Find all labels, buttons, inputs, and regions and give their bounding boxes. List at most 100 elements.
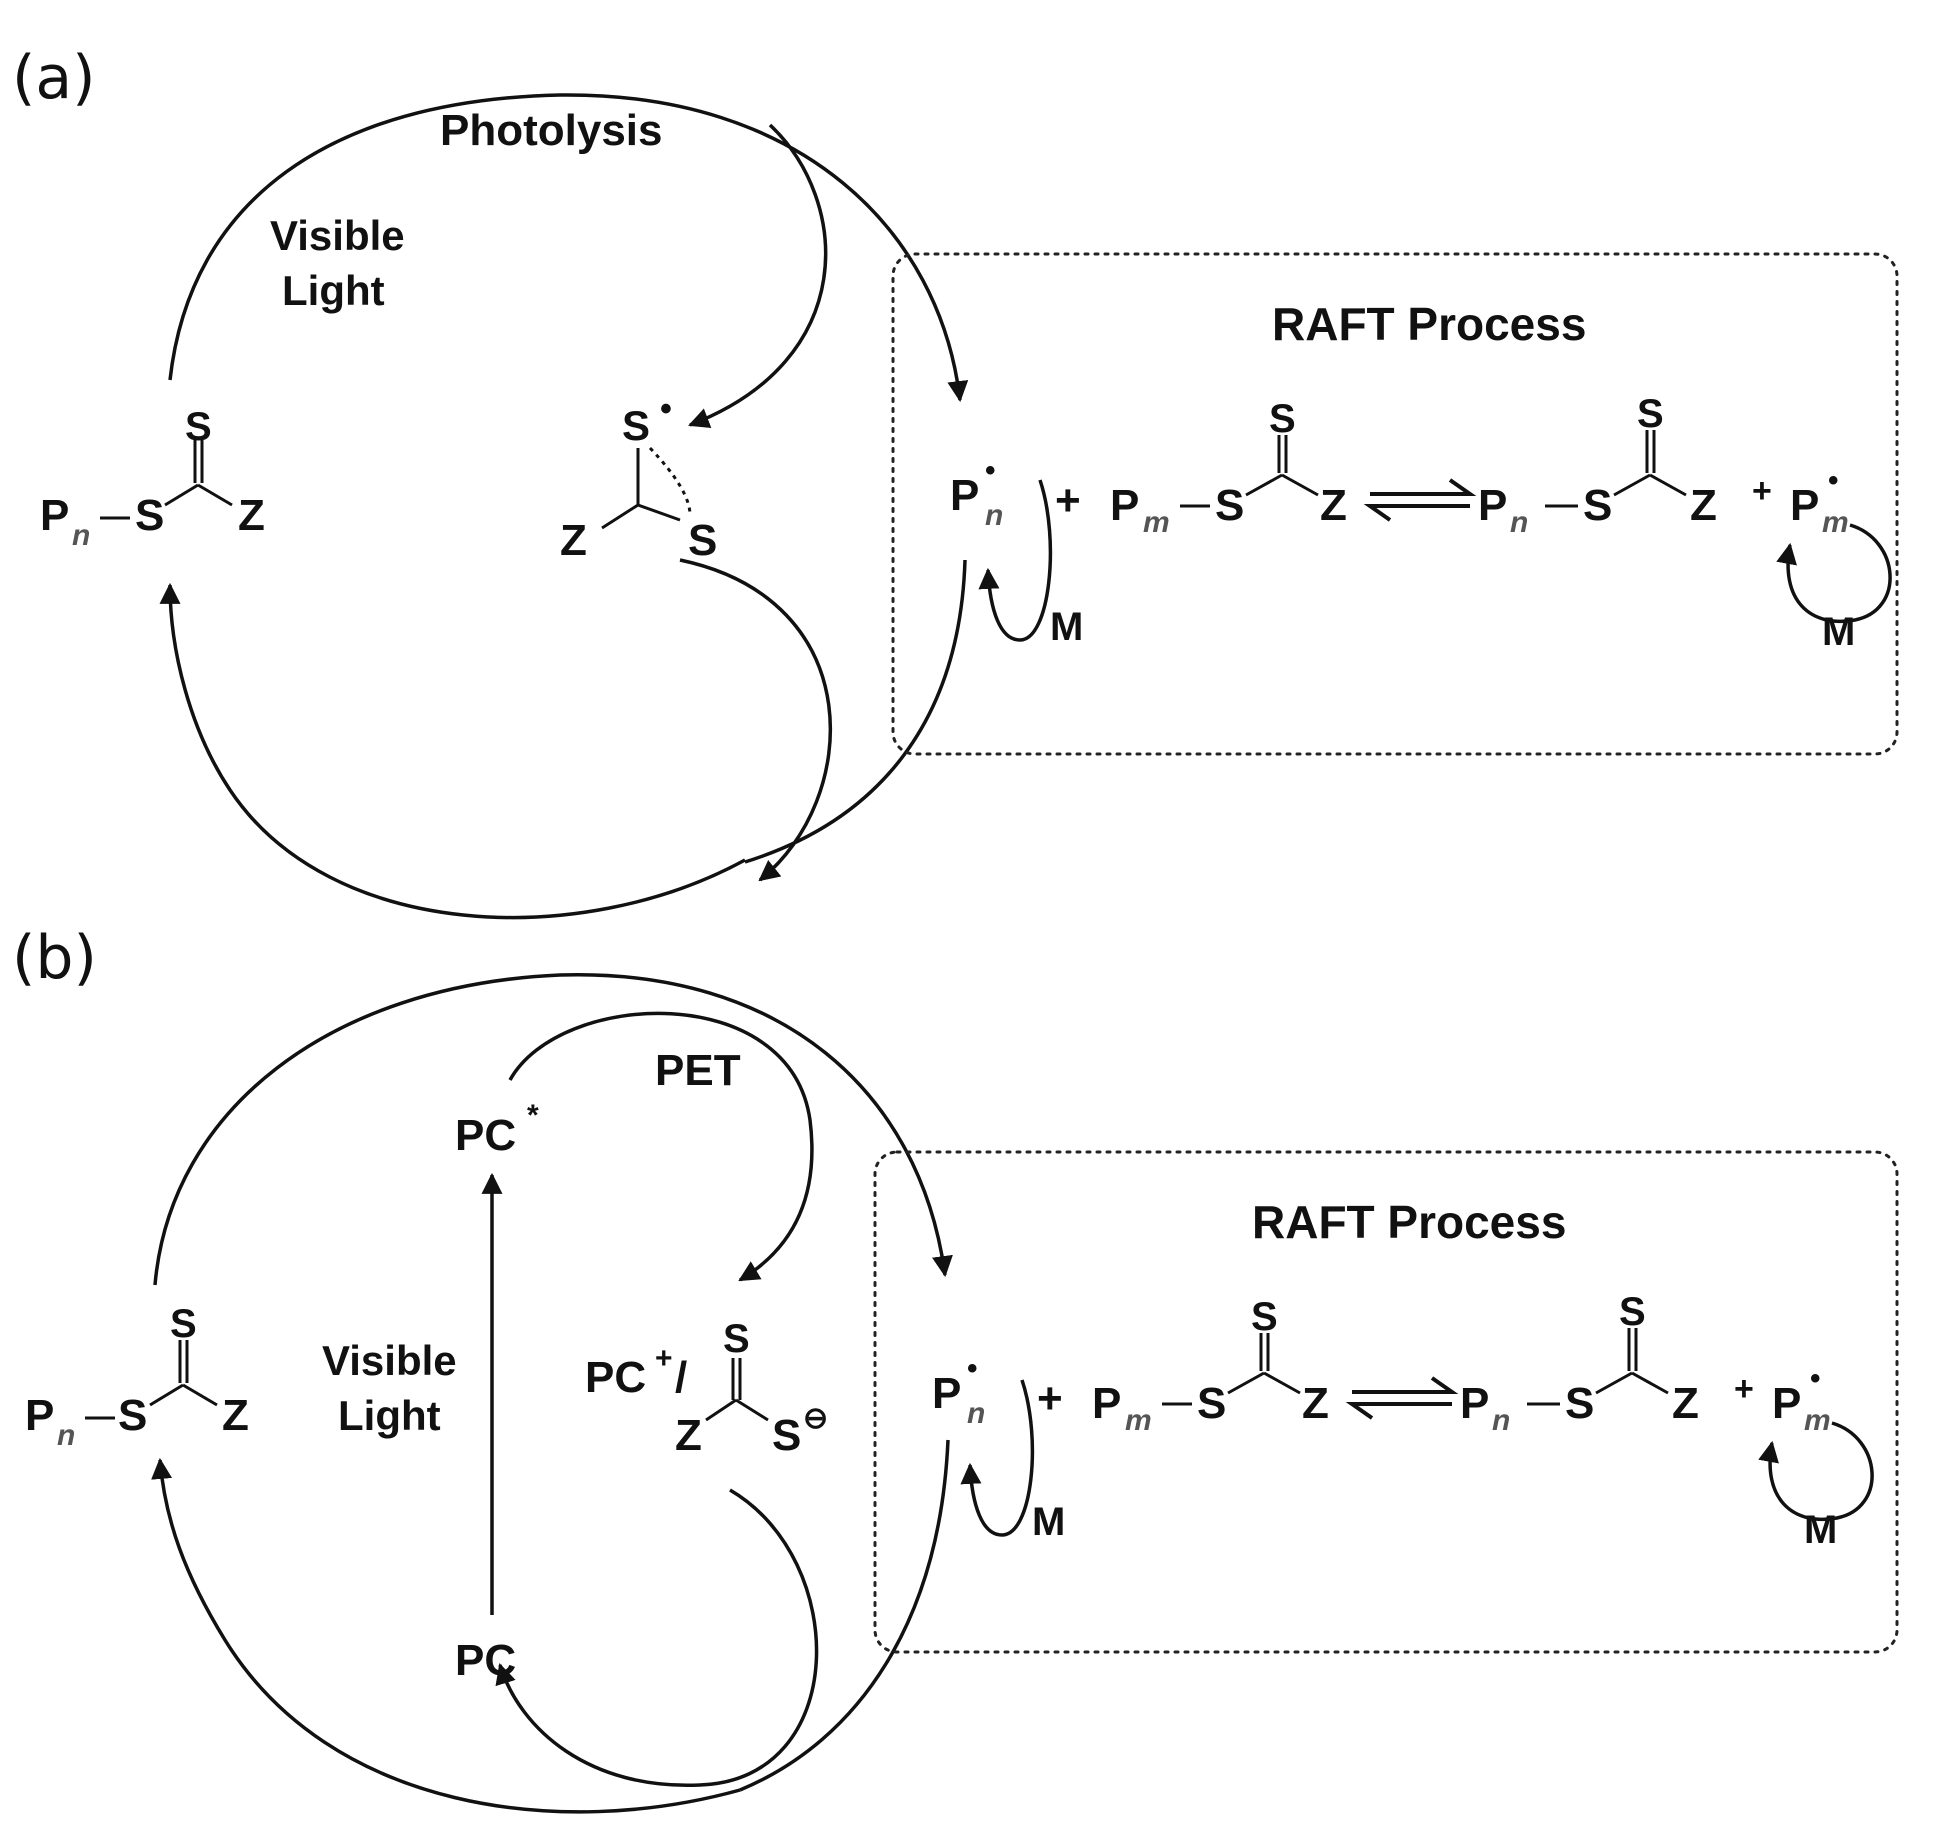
panel-b: (b) PET PC * Visible Light PC PC + / S Z… — [12, 923, 1899, 1814]
eqb-bond-5 — [1595, 1371, 1633, 1395]
eq-z: Z — [1320, 481, 1347, 530]
eq-plus2: + — [1752, 472, 1772, 510]
raft-process-title-b: RAFT Process — [1252, 1196, 1566, 1248]
pc-plus-sup: + — [655, 1342, 673, 1375]
visible-label: Visible — [270, 212, 405, 259]
radical-bond-z — [601, 503, 639, 530]
eq-pn2-n: n — [1510, 506, 1528, 539]
anion-s: S — [772, 1411, 801, 1460]
radical-s-top: S — [622, 402, 650, 449]
eq-z2: Z — [1690, 481, 1717, 530]
cycle-b-right-lower-arc — [739, 1439, 950, 1792]
radical-bond-s — [637, 503, 681, 522]
eq-s-top2: S — [1637, 392, 1664, 436]
visible-b-label: Visible — [322, 1337, 457, 1384]
radical-dot: • — [660, 390, 672, 428]
pc-slash: / — [675, 1353, 687, 1402]
eq-pm-m: m — [1143, 506, 1170, 539]
cta-b-bond-3 — [182, 1383, 218, 1407]
eqb-pm-m: m — [1125, 1404, 1152, 1437]
radical-z: Z — [560, 516, 587, 565]
raft-process-box-b — [873, 1150, 1899, 1654]
raft-equilibrium-b: P • n M + P m S S Z P n S S — [932, 1290, 1874, 1552]
panel-b-label: (b) — [12, 923, 97, 993]
eq-bond-6 — [1649, 473, 1687, 497]
eq-propagation-arrow-2 — [1776, 523, 1892, 624]
cta-structure-left-b: P n S S Z — [25, 1302, 249, 1452]
eq-pm: P — [1110, 481, 1139, 530]
pet-label: PET — [655, 1046, 741, 1095]
cta-b-z: Z — [222, 1391, 249, 1440]
eqb-z: Z — [1302, 1379, 1329, 1428]
eq-propagation-arrow-1 — [978, 479, 1053, 642]
eqb-bond-3 — [1263, 1371, 1301, 1395]
cta-b-p: P — [25, 1391, 54, 1440]
eq-pn2: P — [1478, 481, 1507, 530]
eqb-pn-dot: • — [967, 1352, 978, 1385]
eqb-s-top2: S — [1619, 1290, 1646, 1334]
eq-pm2-m: m — [1822, 506, 1849, 539]
cta-p: P — [40, 491, 69, 540]
anion-bond-s — [735, 1398, 769, 1422]
pc-star-label: PC — [455, 1111, 516, 1160]
cta-b-n: n — [57, 1419, 75, 1452]
cta-z: Z — [238, 491, 265, 540]
eqb-pm2-m: m — [1804, 1404, 1831, 1437]
pc-label: PC — [455, 1636, 516, 1685]
pc-plus-label: PC — [585, 1353, 646, 1402]
eqb-m2: M — [1804, 1508, 1837, 1552]
cycle-b-left-return-arc — [151, 1457, 741, 1814]
eqb-plus2: + — [1734, 1370, 1754, 1408]
pc-star-sup: * — [527, 1099, 539, 1132]
eq-pn-dot: • — [985, 454, 996, 487]
eq-pn: P — [950, 471, 979, 520]
cycle-left-return-arc — [159, 582, 746, 920]
raft-equilibrium-a: P • n M + P m S S Z P n S — [950, 392, 1892, 654]
panel-a: (a) Photolysis Visible Light P n S S Z S — [12, 43, 1899, 920]
eqb-pn-n: n — [967, 1397, 985, 1430]
eqb-pn2-n: n — [1492, 1404, 1510, 1437]
pet-arrow — [508, 1011, 814, 1282]
eqb-s2: S — [1565, 1379, 1594, 1428]
eq-bond-2 — [1245, 473, 1283, 497]
anion-minus-sup: ⊖ — [803, 1402, 828, 1435]
eqb-pn: P — [932, 1369, 961, 1418]
eq-s: S — [1215, 481, 1244, 530]
eqb-plus: + — [1037, 1374, 1063, 1423]
eq-reverse-harpoon — [1363, 504, 1470, 522]
eqb-propagation-arrow-1 — [960, 1379, 1035, 1537]
photolysis-label: Photolysis — [440, 106, 663, 155]
eqb-s-top: S — [1251, 1295, 1278, 1339]
eq-pm2-dot: • — [1828, 464, 1839, 497]
cta-s: S — [135, 491, 164, 540]
cta-b-s: S — [118, 1391, 147, 1440]
panel-a-label: (a) — [12, 43, 96, 113]
anion-z: Z — [675, 1411, 702, 1460]
eq-s-top: S — [1269, 397, 1296, 441]
light-label: Light — [282, 267, 385, 314]
eqb-forward-harpoon — [1352, 1376, 1459, 1394]
photolysis-arrow — [688, 123, 828, 429]
eq-plus: + — [1055, 476, 1081, 525]
pc-regeneration-arrow — [495, 1488, 819, 1787]
raft-process-title: RAFT Process — [1272, 298, 1586, 350]
eq-s2: S — [1583, 481, 1612, 530]
eqb-reverse-harpoon — [1345, 1402, 1452, 1420]
radical-return-arrow — [679, 558, 833, 882]
cta-n: n — [72, 519, 90, 552]
eq-forward-harpoon — [1370, 478, 1477, 496]
cycle-b-outer-arc — [153, 973, 953, 1286]
eqb-z2: Z — [1672, 1379, 1699, 1428]
cta-b-bond-2 — [149, 1383, 184, 1407]
radical-structure: S • Z S — [560, 390, 717, 565]
light-b-label: Light — [338, 1392, 441, 1439]
raft-process-box — [891, 252, 1899, 756]
eqb-bond-2 — [1227, 1371, 1265, 1395]
eqb-pm2-dot: • — [1810, 1362, 1821, 1395]
anion-bond-z — [705, 1398, 737, 1422]
eq-bond-3 — [1281, 473, 1319, 497]
eq-bond-5 — [1613, 473, 1651, 497]
pc-cation-anion-pair: PC + / S Z S ⊖ — [585, 1317, 828, 1460]
cta-structure-left: P n S S Z — [40, 405, 265, 552]
